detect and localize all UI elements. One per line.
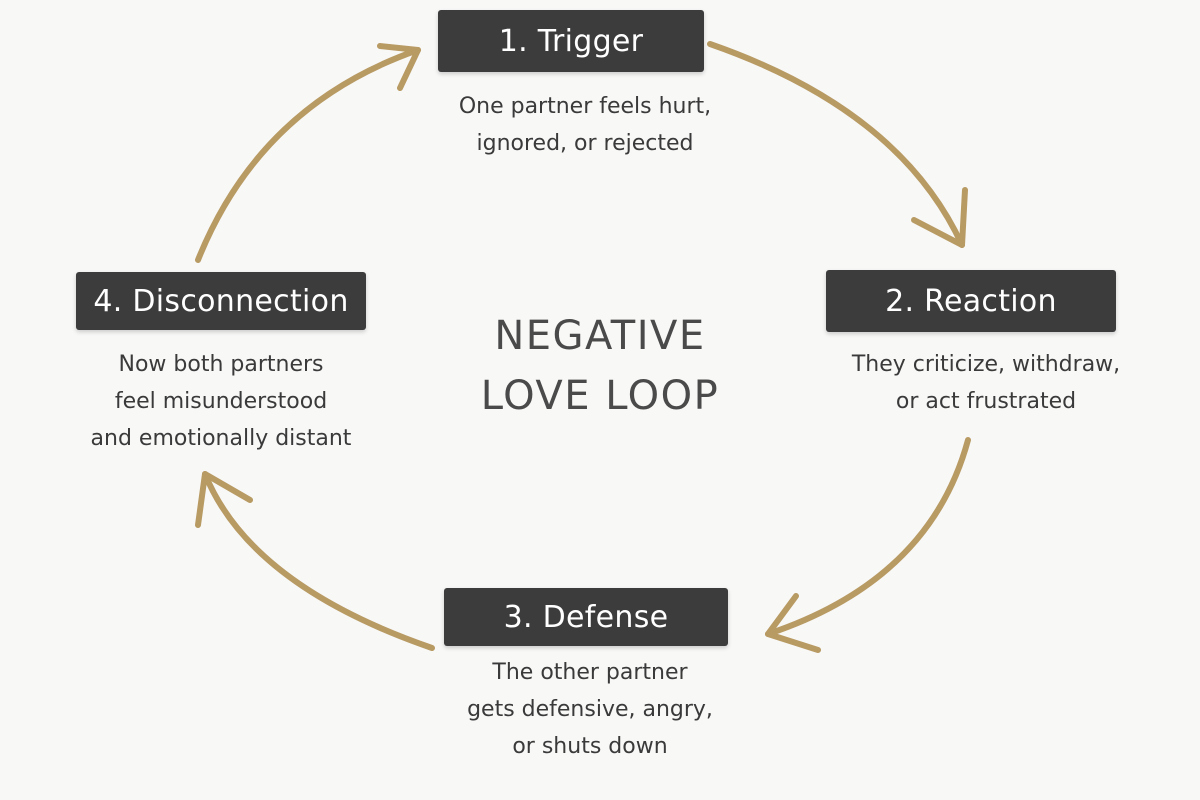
arrowhead-defense xyxy=(765,593,821,653)
stage-label-trigger: 1. Trigger xyxy=(498,23,644,59)
stage-box-defense: 3. Defense xyxy=(444,588,728,646)
diagram-title-line1: NEGATIVE xyxy=(494,313,706,359)
stage-label-disconnection: 4. Disconnection xyxy=(93,283,349,319)
stage-description-line: The other partner xyxy=(492,660,688,685)
stage-description-line: feel misunderstood xyxy=(114,389,328,414)
stage-description-line: They criticize, withdraw, xyxy=(851,352,1121,377)
arrowhead-reaction xyxy=(911,187,968,248)
arrow-defense-to-disconnection xyxy=(202,471,435,651)
diagram-title: NEGATIVE LOVE LOOP xyxy=(420,306,780,426)
arrowhead-trigger xyxy=(377,43,421,91)
stage-description-line: Now both partners xyxy=(118,352,324,377)
arrowhead-disconnection xyxy=(195,471,253,528)
stage-description-disconnection: Now both partners feel misunderstood and… xyxy=(56,346,386,457)
stage-box-trigger: 1. Trigger xyxy=(438,10,704,72)
stage-description-line: One partner feels hurt, xyxy=(458,94,712,119)
arrow-trigger-to-reaction xyxy=(707,41,965,248)
stage-box-disconnection: 4. Disconnection xyxy=(76,272,366,330)
arrow-disconnection-to-trigger xyxy=(195,47,421,263)
stage-description-line: or shuts down xyxy=(512,734,668,759)
arrow-reaction-to-defense xyxy=(765,437,971,637)
stage-description-defense: The other partner gets defensive, angry,… xyxy=(420,654,760,765)
stage-description-reaction: They criticize, withdraw, or act frustra… xyxy=(806,346,1166,420)
stage-box-reaction: 2. Reaction xyxy=(826,270,1116,332)
stage-description-trigger: One partner feels hurt, ignored, or reje… xyxy=(390,88,780,162)
stage-description-line: or act frustrated xyxy=(895,389,1077,414)
stage-description-line: gets defensive, angry, xyxy=(467,697,713,722)
diagram-title-line2: LOVE LOOP xyxy=(480,373,720,419)
stage-label-defense: 3. Defense xyxy=(503,599,669,635)
stage-label-reaction: 2. Reaction xyxy=(885,283,1057,319)
stage-description-line: and emotionally distant xyxy=(90,426,352,451)
stage-description-line: ignored, or rejected xyxy=(476,131,694,156)
